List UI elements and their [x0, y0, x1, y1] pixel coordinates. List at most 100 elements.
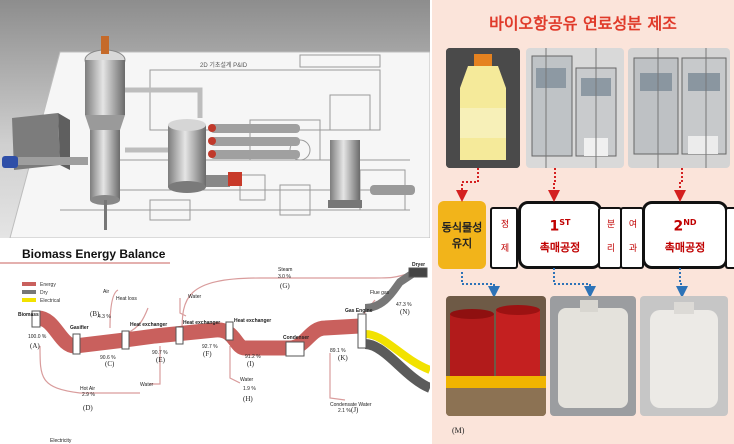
- legend-dry-swatch: [22, 290, 36, 294]
- letter-k: (K): [338, 354, 348, 362]
- letter-i: (I): [247, 360, 255, 368]
- legend-electrical: Electrical: [40, 298, 60, 304]
- process-title: 바이오항공유 연료성분 제조: [489, 14, 677, 33]
- label-flue-gas: Flue gas: [370, 290, 390, 296]
- arrow-step2: [674, 168, 686, 202]
- feed-hopper: [12, 113, 60, 170]
- label-water: Water: [140, 382, 153, 388]
- letter-j: (J): [351, 406, 359, 414]
- plant-render-svg: 2D 기초설계 P&ID: [2, 36, 430, 238]
- value-e: 90.7 %: [152, 350, 168, 356]
- label-biomass: Biomass: [18, 312, 39, 318]
- label-condenser: Condenser: [283, 335, 309, 341]
- letter-b: (B): [90, 310, 100, 318]
- reactor-rig-photo-1: [526, 48, 624, 168]
- step2-number: 2: [673, 218, 684, 235]
- oil-drums-photo: [446, 296, 546, 416]
- letter-f: (F): [203, 350, 212, 358]
- label-condensate: Condensate Water: [330, 402, 372, 408]
- node-dryer: [408, 267, 428, 278]
- node-hx2: [175, 326, 184, 345]
- letter-g: (G): [280, 282, 290, 290]
- electrical-flow: [364, 330, 430, 374]
- letter-a: (A): [30, 342, 40, 350]
- label-electricity: Electricity: [50, 438, 72, 444]
- caption-letter-m: (M): [452, 426, 465, 435]
- biojet-process-panel: 바이오항공유 연료성분 제조: [432, 0, 734, 444]
- process-pipe: [125, 87, 203, 118]
- arrow-step1: [548, 168, 560, 202]
- feed-label-line1: 동식물성: [441, 221, 483, 234]
- sankey-title: Biomass Energy Balance: [22, 247, 166, 261]
- label-gas-engine: Gas Engine: [345, 308, 373, 314]
- plant-3d-rendering: 2D 기초설계 P&ID: [0, 0, 430, 238]
- step1-catalyst-box: 1ST 촉매공정: [518, 201, 602, 269]
- label-steam: Steam: [278, 267, 292, 273]
- dry-flow: [364, 270, 415, 312]
- value-f: 92.7 %: [202, 344, 218, 350]
- label-water-3: Water: [240, 377, 253, 383]
- legend-energy-swatch: [22, 282, 36, 286]
- heat-exchanger-vessel: [168, 119, 242, 193]
- value-i: 91.2 %: [245, 354, 261, 360]
- label-water-2: Water: [188, 294, 201, 300]
- sankey-legend: Energy Dry Electrical: [22, 282, 60, 304]
- step2-suffix: ND: [683, 218, 697, 228]
- feed-label-line2: 유지: [451, 237, 473, 250]
- arrow-product2: [676, 268, 688, 298]
- product-container-photo-2: [640, 296, 728, 416]
- value-g: 3.0 %: [278, 274, 291, 280]
- label-gasifier: Gasifier: [70, 325, 89, 331]
- node-condenser: [285, 341, 305, 357]
- gasifier-column: [84, 36, 126, 230]
- value-j: 2.1 %: [338, 408, 351, 414]
- value-a: 100.0 %: [28, 334, 47, 340]
- letter-n: (N): [400, 308, 410, 316]
- step2-label: 촉매공정: [664, 240, 706, 254]
- label-heat-loss: Heat loss: [116, 296, 137, 302]
- step1-label: 촉매공정: [539, 240, 581, 254]
- value-n: 47.3 %: [396, 302, 412, 308]
- label-hx1: Heat exchanger: [130, 322, 167, 328]
- tube-exchangers: [208, 124, 300, 159]
- sankey-nodes: [31, 267, 428, 357]
- biomass-energy-balance-diagram: Biomass Energy Balance Energy Dry Electr…: [0, 238, 430, 444]
- label-air: Air: [103, 289, 109, 295]
- product-container-photo-1: [550, 296, 636, 416]
- oil-bottle-photo: [446, 48, 520, 168]
- node-gasifier: [72, 333, 81, 355]
- flue-gas-flow: [364, 339, 430, 393]
- legend-energy: Energy: [40, 282, 56, 288]
- label-dryer: Dryer: [412, 262, 425, 268]
- value-h: 1.9 %: [243, 386, 256, 392]
- label-hot-air: Hot Air: [80, 386, 95, 392]
- arrow-product1: [553, 268, 596, 298]
- condenser-unit: [328, 140, 415, 208]
- node-hx1: [121, 330, 130, 350]
- feed-motor: [2, 156, 18, 168]
- letter-c: (C): [105, 360, 115, 368]
- legend-electrical-swatch: [22, 298, 36, 302]
- step2-catalyst-box: 2ND 촉매공정: [642, 201, 728, 269]
- arrow-feed: [456, 168, 479, 202]
- reactor-rig-photo-2: [628, 48, 730, 168]
- process-arrows: [456, 168, 688, 298]
- letter-d: (D): [83, 404, 93, 412]
- value-d: 2.9 %: [82, 392, 95, 398]
- node-biomass: [31, 310, 41, 328]
- value-k: 89.1 %: [330, 348, 346, 354]
- value-c: 90.6 %: [100, 355, 116, 361]
- refine-box: 정 제: [490, 207, 518, 269]
- letter-e: (E): [156, 356, 166, 364]
- next-step-box-edge: [725, 207, 734, 269]
- step1-number: 1: [549, 218, 560, 235]
- value-b: 4.3 %: [98, 314, 111, 320]
- arrow-drums: [461, 272, 500, 298]
- feed-oil-box: 동식물성 유지: [438, 201, 486, 269]
- label-hx2: Heat exchanger: [183, 320, 220, 326]
- legend-dry: Dry: [40, 290, 48, 296]
- sankey-svg: Energy Dry Electrical: [0, 262, 430, 444]
- separate-box: 분 리: [598, 207, 622, 269]
- label-hx3: Heat exchanger: [234, 318, 271, 324]
- drawing-title: 2D 기초설계 P&ID: [200, 61, 248, 69]
